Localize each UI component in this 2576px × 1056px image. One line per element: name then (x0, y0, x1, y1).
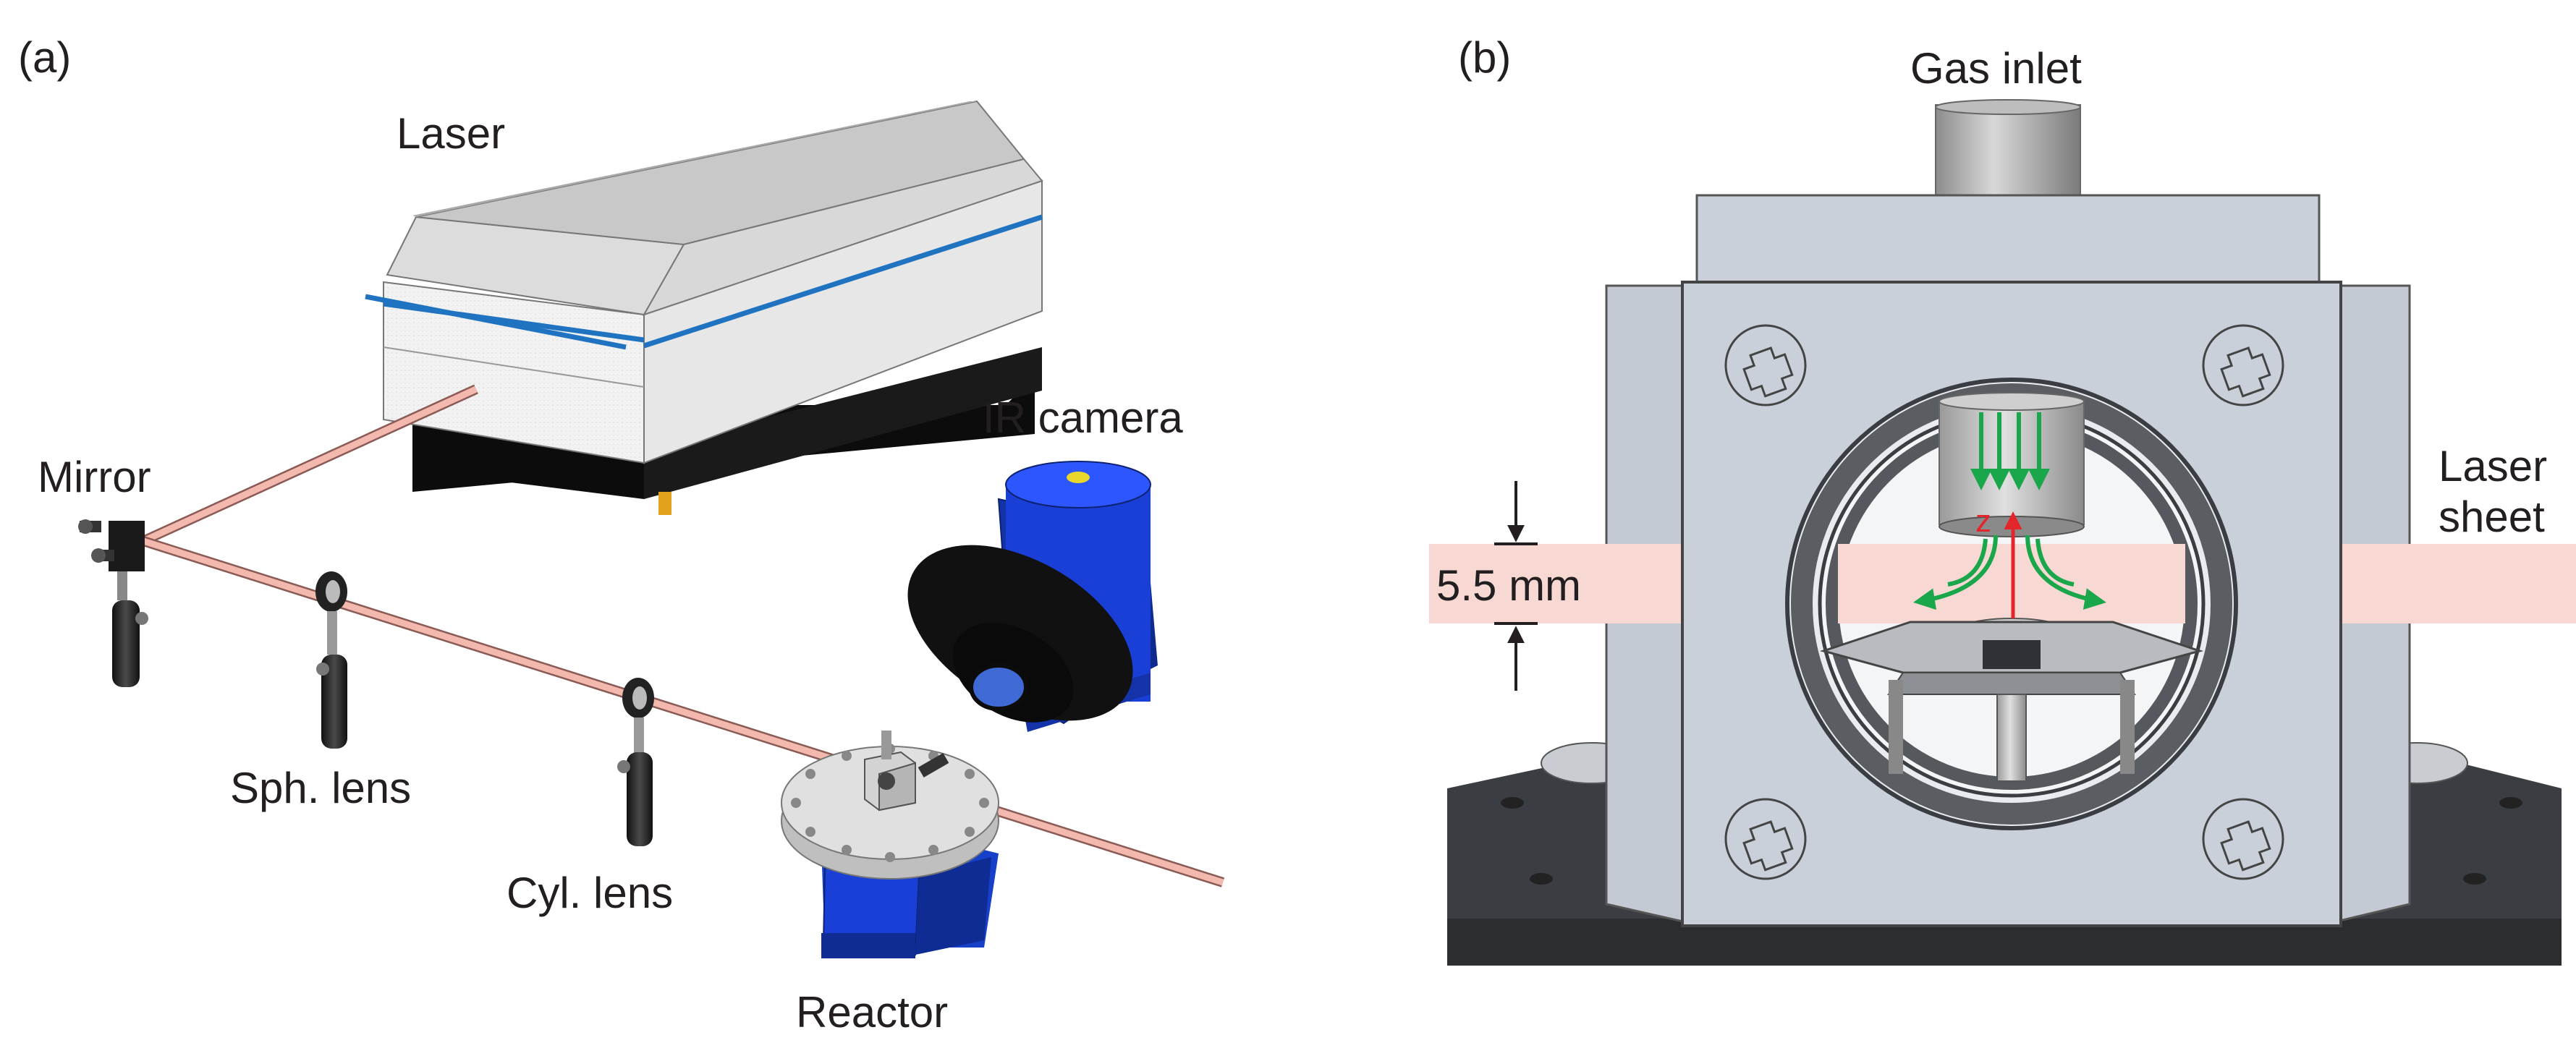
label-mirror: Mirror (38, 453, 151, 501)
label-reactor: Reactor (796, 988, 948, 1036)
panel-a: (a) (18, 33, 1225, 1036)
sph-lens-mount (315, 571, 347, 749)
label-laser-sheet-line1: Laser (2439, 442, 2547, 490)
flow-arrows (1913, 412, 2106, 610)
label-cyl-lens: Cyl. lens (507, 869, 673, 917)
laser-sheet-right (2334, 544, 2576, 623)
panel-b: (b) (1429, 33, 2576, 966)
label-gas-inlet: Gas inlet (1910, 44, 2082, 93)
label-laser-sheet-line2: sheet (2439, 493, 2545, 541)
mirror-mount (78, 519, 148, 687)
reactor (781, 731, 999, 958)
panel-a-tag: (a) (18, 33, 71, 82)
dimension-marker (1494, 481, 1538, 691)
cyl-lens-mount (617, 678, 654, 846)
label-ir-camera: IR camera (983, 393, 1183, 442)
label-z-axis: z (1975, 503, 1991, 539)
laser-sheet-left (1429, 544, 1690, 623)
substrate-holder (1819, 618, 2204, 782)
nozzle (1939, 401, 2085, 525)
label-laser: Laser (397, 109, 505, 158)
label-dimension: 5.5 mm (1436, 561, 1581, 610)
ir-camera (907, 461, 1158, 732)
laser-head (365, 100, 1043, 515)
panel-b-tag: (b) (1458, 33, 1511, 82)
label-sph-lens: Sph. lens (230, 764, 411, 812)
screws (1724, 324, 2284, 880)
gas-inlet-tube (1935, 104, 2081, 200)
